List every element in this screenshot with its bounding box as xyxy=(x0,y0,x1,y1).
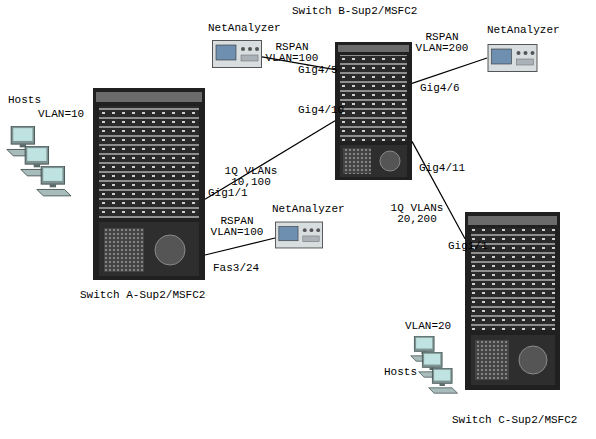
network-analyzer: NetAnalyzer xyxy=(212,40,262,68)
analyzer-device xyxy=(275,222,322,248)
node-title: NetAnalyzer xyxy=(487,24,560,36)
port-label: Gig1/1 xyxy=(208,187,248,199)
link-label: RSPAN VLAN=100 xyxy=(206,216,268,238)
host-group: Hosts xyxy=(5,122,77,202)
host-group: Hosts xyxy=(408,336,460,394)
host-computers xyxy=(411,336,458,393)
node-title: Hosts xyxy=(384,366,417,378)
port-label: Gig4/11 xyxy=(419,162,465,174)
port-label: VLAN=20 xyxy=(405,320,451,332)
node-title: NetAnalyzer xyxy=(208,22,281,34)
switch-c-chassis xyxy=(465,212,560,390)
port-label: Fas3/24 xyxy=(213,262,259,274)
switch-chassis: Switch A-Sup2/MSFC2 xyxy=(93,88,205,280)
analyzer-device xyxy=(213,41,262,68)
port-label: Gig1/1 xyxy=(448,240,488,252)
network-link xyxy=(205,121,335,200)
node-title: Hosts xyxy=(8,94,41,106)
switch-chassis: Switch B-Sup2/MSFC2 xyxy=(335,42,412,180)
network-link xyxy=(205,238,275,255)
link-label: RSPAN VLAN=100 xyxy=(262,42,322,64)
port-label: VLAN=10 xyxy=(38,108,84,120)
network-analyzer: NetAnalyzer xyxy=(275,220,323,250)
host-computers xyxy=(7,126,71,196)
switch-b-chassis xyxy=(335,42,412,180)
node-title: Switch A-Sup2/MSFC2 xyxy=(80,289,205,301)
port-label: Gig4/10 xyxy=(298,104,344,116)
switch-chassis: Switch C-Sup2/MSFC2 xyxy=(465,212,560,390)
switch-a-chassis xyxy=(93,88,205,280)
node-title: Switch C-Sup2/MSFC2 xyxy=(452,414,577,426)
network-analyzer: NetAnalyzer xyxy=(487,44,538,72)
node-title: Switch B-Sup2/MSFC2 xyxy=(292,5,417,17)
network-link xyxy=(412,58,487,83)
analyzer-device xyxy=(488,45,537,72)
link-label: 1Q VLANs 10,100 xyxy=(206,166,296,188)
port-label: Gig4/5 xyxy=(298,64,338,76)
link-label: RSPAN VLAN=200 xyxy=(412,32,472,54)
port-label: Gig4/6 xyxy=(420,82,460,94)
node-title: NetAnalyzer xyxy=(272,203,345,215)
link-label: 1Q VLANs 20,200 xyxy=(372,203,462,225)
